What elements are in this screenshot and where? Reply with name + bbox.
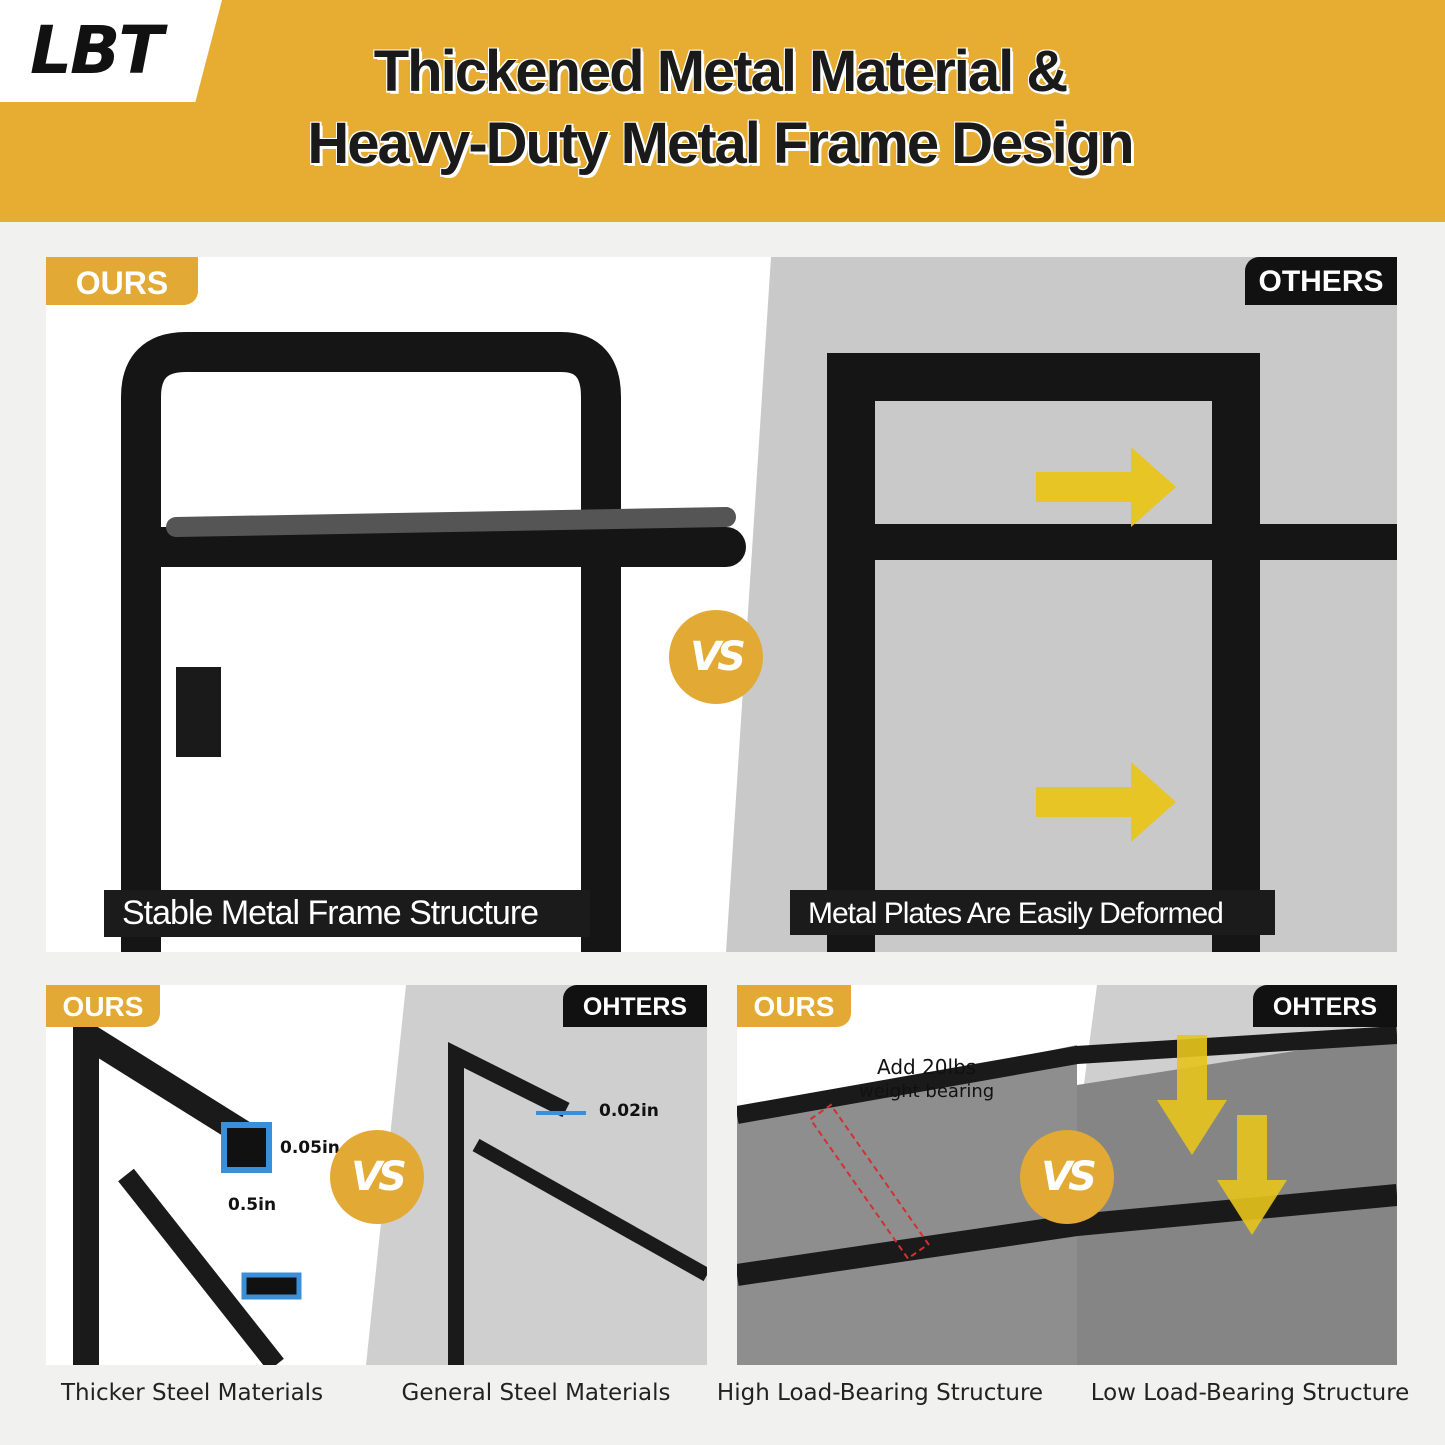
vs-icon: VS <box>669 610 763 704</box>
others-thickness-label: 0.02in <box>599 1101 659 1121</box>
others-caption: Metal Plates Are Easily Deformed <box>790 890 1275 935</box>
caption-thicker-steel: Thicker Steel Materials <box>60 1380 324 1406</box>
title-line-2: Heavy-Duty Metal Frame Design <box>307 111 1134 176</box>
others-badge: OHTERS <box>563 985 707 1027</box>
ours-caption: Stable Metal Frame Structure <box>104 890 590 937</box>
mesh-shelf-illustration <box>737 1026 1397 1365</box>
ours-badge: OURS <box>46 257 198 305</box>
ours-thickness-label: 0.05in <box>280 1138 340 1158</box>
vs-icon: VS <box>330 1130 424 1224</box>
ours-badge: OURS <box>46 985 160 1027</box>
caption-low-load: Low Load-Bearing Structure <box>1090 1380 1410 1406</box>
rack-frames-illustration <box>121 332 1397 952</box>
annotation-line-1: Add 20lbs <box>877 1055 977 1079</box>
others-badge: OHTERS <box>1253 985 1397 1027</box>
ours-badge: OURS <box>737 985 851 1027</box>
caption-high-load: High Load-Bearing Structure <box>716 1380 1044 1406</box>
arrow-right-icon <box>1036 447 1176 842</box>
others-badge: OTHERS <box>1245 257 1397 305</box>
logo-text: LBT <box>30 12 163 89</box>
tube-profile-illustration <box>73 1011 707 1365</box>
arrow-down-icon <box>1157 1035 1287 1235</box>
header-banner: LBT Thickened Metal Material & Heavy-Dut… <box>0 0 1445 222</box>
caption-general-steel: General Steel Materials <box>401 1380 671 1406</box>
annotation-line-2: weight bearing <box>859 1081 995 1102</box>
mount-bracket <box>176 667 221 757</box>
vs-icon: VS <box>1020 1130 1114 1224</box>
top-comparison-panel: OURS OTHERS Stable Metal Frame Structure… <box>46 257 1397 952</box>
ours-width-label: 0.5in <box>228 1195 277 1215</box>
title-line-1: Thickened Metal Material & <box>373 39 1069 104</box>
brand-logo: LBT <box>0 0 222 102</box>
